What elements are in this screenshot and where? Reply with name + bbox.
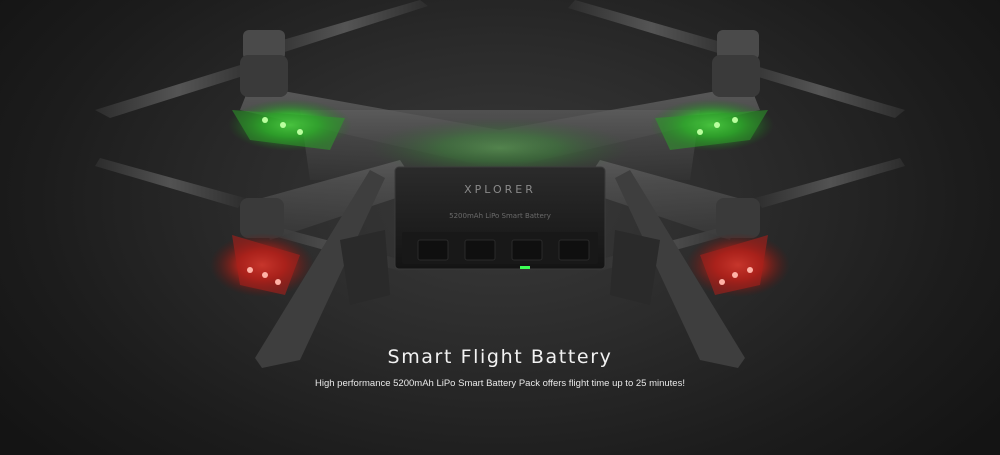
rear-led-left bbox=[210, 233, 314, 297]
battery-capacity-label: 5200mAh LiPo Smart Battery bbox=[449, 212, 551, 220]
motor-front-right bbox=[712, 30, 760, 97]
feature-title: Smart Flight Battery bbox=[387, 346, 613, 368]
propeller-front-right bbox=[568, 0, 905, 118]
propeller-front-left bbox=[95, 0, 428, 118]
motor-rear-right bbox=[716, 198, 760, 238]
front-led-right bbox=[650, 99, 774, 151]
front-led-left bbox=[228, 99, 352, 151]
battery-brand-label: XPLORER bbox=[464, 183, 536, 196]
landing-gear-right bbox=[610, 170, 745, 368]
rear-led-right bbox=[686, 233, 790, 297]
motor-front-left bbox=[240, 30, 288, 97]
motor-rear-left bbox=[240, 198, 284, 238]
feature-description: High performance 5200mAh LiPo Smart Batt… bbox=[315, 378, 685, 389]
smart-battery: XPLORER 5200mAh LiPo Smart Battery bbox=[394, 166, 606, 270]
landing-gear-left bbox=[255, 170, 390, 368]
